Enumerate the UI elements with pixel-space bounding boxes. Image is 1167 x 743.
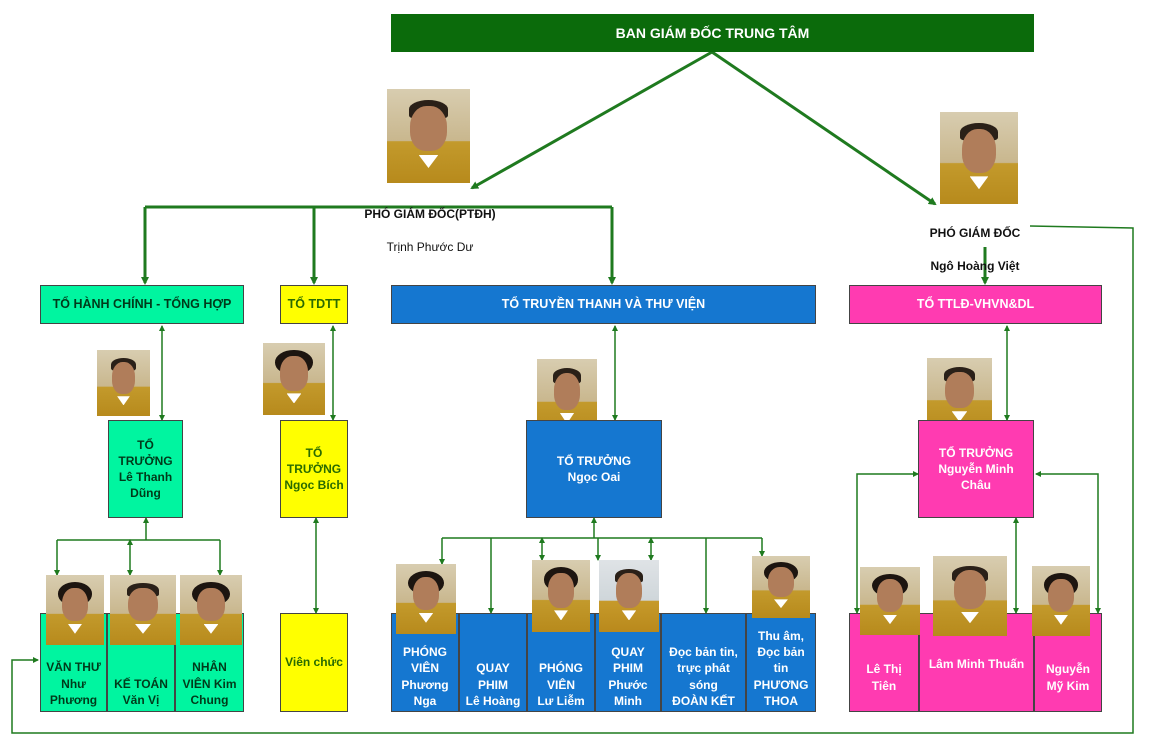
deputy2-title: PHÓ GIÁM ĐỐC [929,226,1021,241]
director-label: BAN GIÁM ĐỐC TRUNG TÂM [615,24,810,41]
tdtt-leader-photo [263,343,325,415]
deputy1-caption: PHÓ GIÁM ĐỐC(PTĐH) Trịnh Phước Dư [330,190,530,255]
team-tourism-label: TỔ TTLĐ-VHVN&DL [849,285,1102,324]
team-admin-label: TỔ HÀNH CHÍNH - TỔNG HỢP [40,285,244,324]
broadcast-staff-4: QUAY PHIM Phước Minh [595,613,661,712]
tourism-leader-box: TỔ TRƯỞNG Nguyễn Minh Châu [918,420,1034,518]
admin-staff-1-photo [46,575,104,645]
broadcast-staff-4-photo [599,560,659,632]
tourism-staff-3-photo [1032,566,1090,636]
team-tdtt-label: TỔ TDTT [280,285,348,324]
broadcast-leader-box: TỔ TRƯỞNG Ngọc Oai [526,420,662,518]
director-box: BAN GIÁM ĐỐC TRUNG TÂM [391,14,1034,52]
deputy2-outer-loop-line [11,225,1134,734]
director-to-deputy1-arrow [470,50,713,190]
admin-staff-3-photo [180,575,242,645]
admin-leader-photo [97,350,150,416]
admin-leader-box: TỔ TRƯỞNG Lê Thanh Dũng [108,420,183,518]
broadcast-staff-1-photo [396,564,456,634]
tourism-staff-2-photo [933,556,1007,636]
broadcast-staff-6-photo [752,556,810,618]
broadcast-staff-2: QUAY PHIM Lê Hoàng [459,613,527,712]
admin-staff-2-photo [110,575,176,645]
broadcast-staff-3-photo [532,560,590,632]
deputy2-caption: PHÓ GIÁM ĐỐC Ngô Hoàng Việt [900,209,1050,274]
broadcast-staff-6: Thu âm, Đọc bản tin PHƯƠNG THOA [746,613,816,712]
director-to-deputy2-arrow [711,50,937,206]
team-broadcast-label: TỔ TRUYỀN THANH VÀ THƯ VIỆN [391,285,816,324]
deputy1-photo [387,89,470,183]
deputy1-name: Trịnh Phước Dư [386,239,474,254]
deputy2-name: Ngô Hoàng Việt [930,258,1020,273]
tdtt-staff-1: Viên chức [280,613,348,712]
deputy1-title: PHÓ GIÁM ĐỐC(PTĐH) [364,207,496,222]
tourism-staff-1-photo [860,567,920,635]
deputy2-photo [940,112,1018,204]
broadcast-staff-5: Đọc bản tin, trực phát sóng ĐOÀN KẾT [661,613,746,712]
tdtt-leader-box: TỔ TRƯỞNG Ngọc Bích [280,420,348,518]
